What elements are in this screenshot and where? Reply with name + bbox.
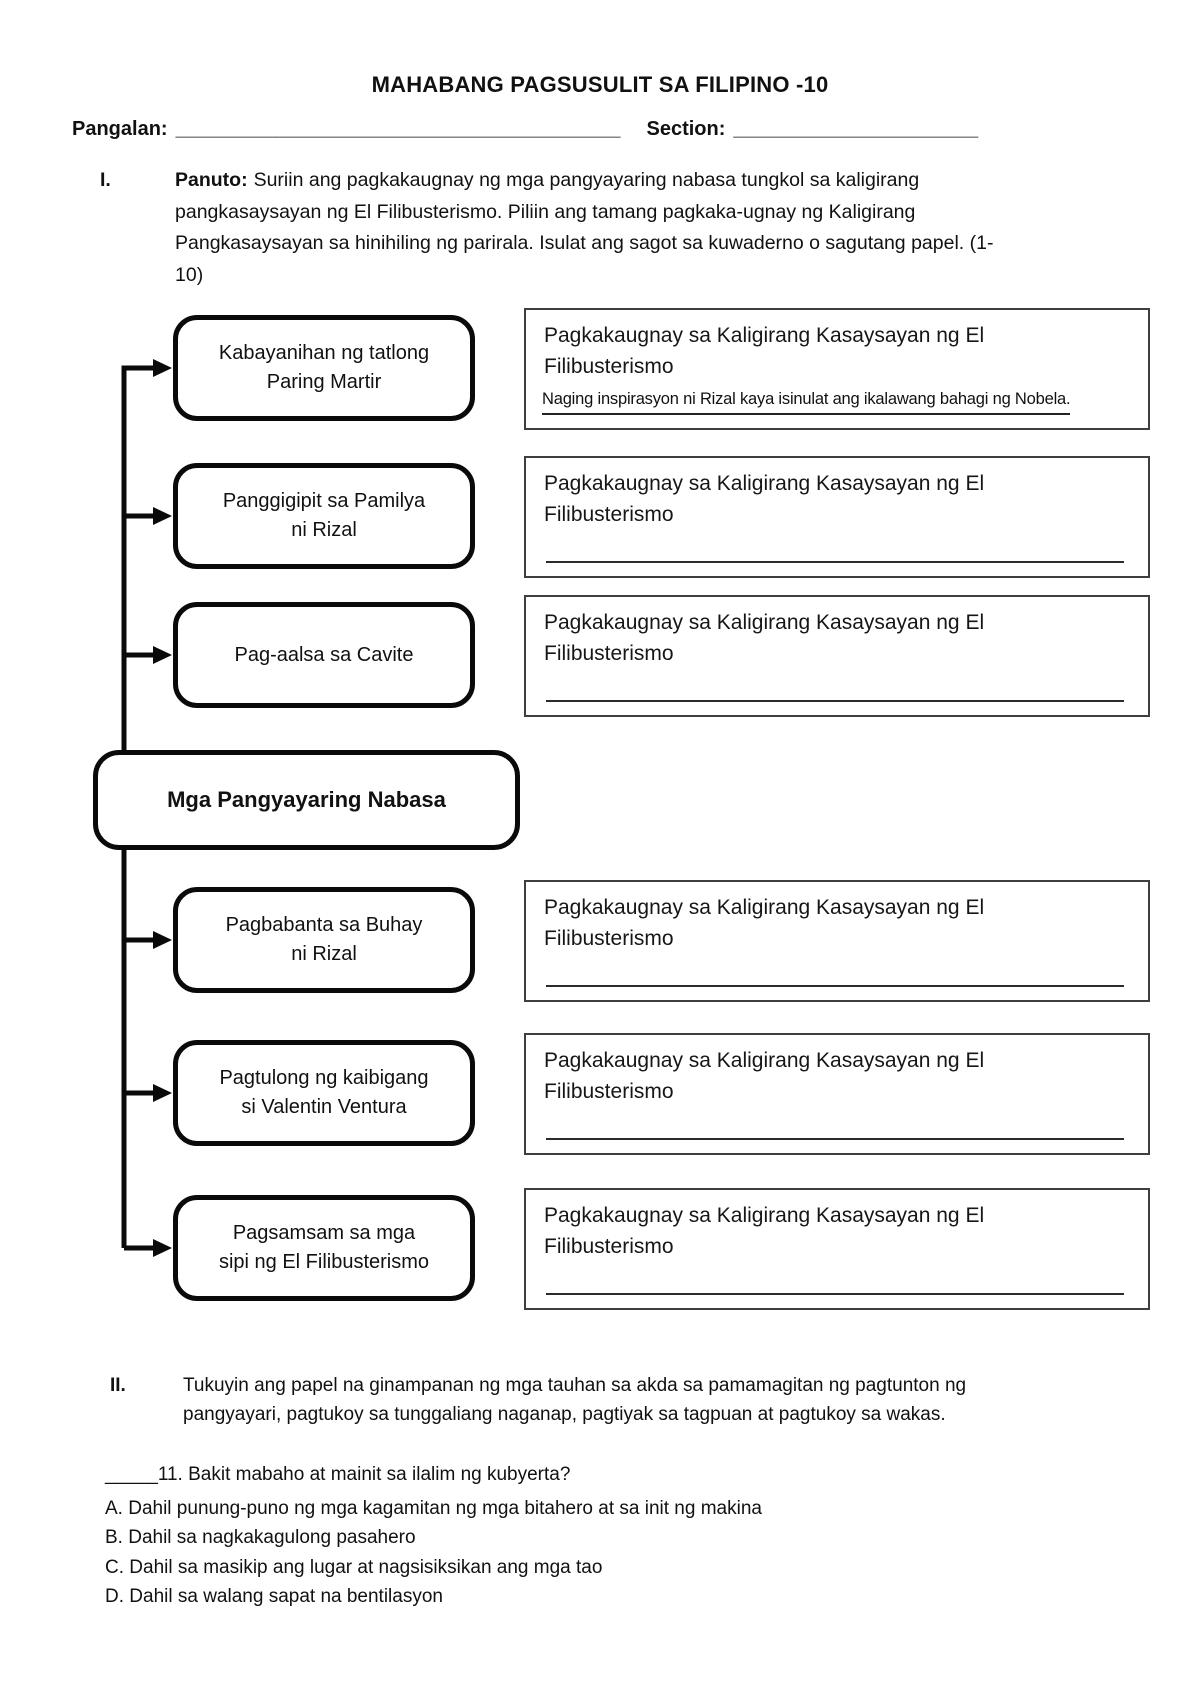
relation-box-title: Pagkakaugnay sa Kaligirang Kasaysayan ng…: [544, 1049, 985, 1103]
relation-box: Pagkakaugnay sa Kaligirang Kasaysayan ng…: [524, 308, 1150, 430]
choice-a: A. Dahil punung-puno ng mga kagamitan ng…: [105, 1497, 762, 1519]
graphic-organizer: Kabayanihan ng tatlong Paring Martir Pan…: [0, 300, 1200, 1320]
answer-blank-line: [546, 985, 1124, 987]
name-label: Pangalan:: [72, 118, 168, 140]
event-box: Pagsamsam sa mga sipi ng El Filibusteris…: [173, 1195, 475, 1301]
section-label: Section:: [646, 118, 726, 140]
part1-instruction-text: Panuto:Suriin ang pagkakaugnay ng mga pa…: [175, 165, 1020, 291]
question-11-block: _____11. Bakit mabaho at mainit sa ilali…: [105, 1460, 762, 1612]
event-box: Kabayanihan ng tatlong Paring Martir: [173, 315, 475, 421]
relation-box-title: Pagkakaugnay sa Kaligirang Kasaysayan ng…: [544, 1204, 985, 1258]
flow-arrows: [121, 359, 172, 1257]
choice-d: D. Dahil sa walang sapat na bentilasyon: [105, 1586, 443, 1607]
answer-blank-line: [546, 1293, 1124, 1295]
relation-box-title: Pagkakaugnay sa Kaligirang Kasaysayan ng…: [544, 896, 985, 950]
relation-box: Pagkakaugnay sa Kaligirang Kasaysayan ng…: [524, 595, 1150, 717]
relation-box: Pagkakaugnay sa Kaligirang Kasaysayan ng…: [524, 1033, 1150, 1155]
relation-box-title: Pagkakaugnay sa Kaligirang Kasaysayan ng…: [544, 324, 985, 378]
event-box: Pagtulong ng kaibigang si Valentin Ventu…: [173, 1040, 475, 1146]
page-title: MAHABANG PAGSUSULIT SA FILIPINO -10: [371, 72, 829, 97]
relation-box: Pagkakaugnay sa Kaligirang Kasaysayan ng…: [524, 456, 1150, 578]
answer-blank-line: [546, 1138, 1124, 1140]
panuto-label: Panuto:: [175, 169, 248, 191]
event-box: Pagbabanta sa Buhay ni Rizal: [173, 887, 475, 993]
relation-box: Pagkakaugnay sa Kaligirang Kasaysayan ng…: [524, 1188, 1150, 1310]
part2-instruction-text: Tukuyin ang papel na ginampanan ng mga t…: [183, 1375, 967, 1425]
choice-b: B. Dahil sa nagkakagulong pasahero: [105, 1527, 416, 1548]
panuto-text: Suriin ang pagkakaugnay ng mga pangyayar…: [175, 169, 994, 286]
section-blank: ______________________: [733, 118, 979, 140]
answer-blank-line: [546, 700, 1124, 702]
relation-box-title: Pagkakaugnay sa Kaligirang Kasaysayan ng…: [544, 611, 985, 665]
event-box: Panggigipit sa Pamilya ni Rizal: [173, 463, 475, 569]
name-section-row: Pangalan:_______________________________…: [72, 118, 978, 141]
answer-blank-line: [546, 561, 1124, 563]
name-blank: ________________________________________: [175, 118, 621, 140]
relation-box: Pagkakaugnay sa Kaligirang Kasaysayan ng…: [524, 880, 1150, 1002]
center-box: Mga Pangyayaring Nabasa: [93, 750, 520, 850]
part1-instructions: I. Panuto:Suriin ang pagkakaugnay ng mga…: [100, 165, 1020, 291]
choice-c: C. Dahil sa masikip ang lugar at nagsisi…: [105, 1556, 603, 1578]
part1-numeral: I.: [100, 169, 111, 191]
part2-numeral: II.: [110, 1375, 126, 1396]
answer-text: Naging inspirasyon ni Rizal kaya isinula…: [542, 388, 1071, 415]
part2-instructions: II. Tukuyin ang papel na ginampanan ng m…: [110, 1372, 1028, 1429]
relation-box-title: Pagkakaugnay sa Kaligirang Kasaysayan ng…: [544, 472, 985, 526]
event-box: Pag-aalsa sa Cavite: [173, 602, 475, 708]
question-line: _____11. Bakit mabaho at mainit sa ilali…: [105, 1464, 571, 1485]
